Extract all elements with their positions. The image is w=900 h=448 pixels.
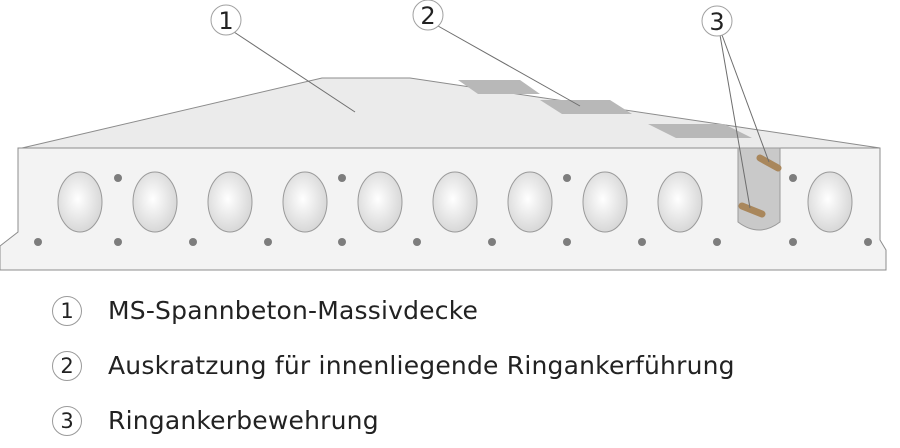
callout-2-number: 2 — [420, 2, 435, 30]
hollow-core — [357, 171, 403, 233]
prestressing-strands — [34, 174, 872, 246]
strand-dot — [338, 238, 346, 246]
rebar-upper — [756, 154, 782, 172]
strand-dot — [864, 238, 872, 246]
strand-dot — [789, 174, 797, 182]
callout-1-number: 1 — [218, 7, 233, 35]
legend-text-2: Auskratzung für innenliegende Ringankerf… — [108, 351, 735, 380]
strand-dot — [114, 238, 122, 246]
callout-1: 1 — [210, 4, 242, 36]
leader-line-3a — [721, 34, 770, 163]
legend-number-1: 1 — [52, 295, 82, 326]
leader-line-3b — [719, 34, 751, 209]
legend: 1 MS-Spannbeton-Massivdecke 2 Auskratzun… — [52, 283, 735, 448]
hollow-core — [207, 171, 253, 233]
hollow-core-slab-diagram: 1 2 3 — [0, 0, 887, 271]
strand-dot — [488, 238, 496, 246]
leader-line-1 — [233, 31, 356, 113]
leader-line-2 — [437, 25, 581, 107]
hollow-core — [807, 171, 853, 233]
legend-number-2: 2 — [52, 350, 82, 381]
strand-dot — [638, 238, 646, 246]
legend-text-1: MS-Spannbeton-Massivdecke — [108, 296, 479, 325]
legend-item-3: 3 Ringankerbewehrung — [52, 393, 735, 448]
strand-dot — [189, 238, 197, 246]
strand-dot — [563, 174, 571, 182]
strand-dot — [563, 238, 571, 246]
rebar-lower — [738, 202, 766, 218]
callout-3: 3 — [701, 5, 733, 37]
recess-groove-3 — [648, 124, 752, 138]
strand-dot — [413, 238, 421, 246]
ring-anchor-rebars — [738, 154, 782, 218]
strand-dot — [713, 238, 721, 246]
hollow-core — [432, 171, 478, 233]
callout-3-number: 3 — [709, 8, 724, 36]
leader-lines — [233, 25, 770, 209]
hollow-core — [582, 171, 628, 233]
strand-dot — [114, 174, 122, 182]
legend-number-3: 3 — [52, 405, 82, 436]
strand-dot — [34, 238, 42, 246]
recess-groove-2 — [540, 100, 632, 114]
recess-groove-1 — [458, 80, 540, 94]
legend-item-1: 1 MS-Spannbeton-Massivdecke — [52, 283, 735, 338]
callout-2: 2 — [412, 0, 444, 31]
strand-dot — [264, 238, 272, 246]
strand-dot — [789, 238, 797, 246]
hollow-core — [132, 171, 178, 233]
legend-item-2: 2 Auskratzung für innenliegende Ringanke… — [52, 338, 735, 393]
hollow-core — [507, 171, 553, 233]
strand-dot — [338, 174, 346, 182]
hollow-cores — [57, 171, 853, 233]
legend-text-3: Ringankerbewehrung — [108, 406, 379, 435]
hollow-core — [657, 171, 703, 233]
hollow-core — [282, 171, 328, 233]
hollow-core — [57, 171, 103, 233]
